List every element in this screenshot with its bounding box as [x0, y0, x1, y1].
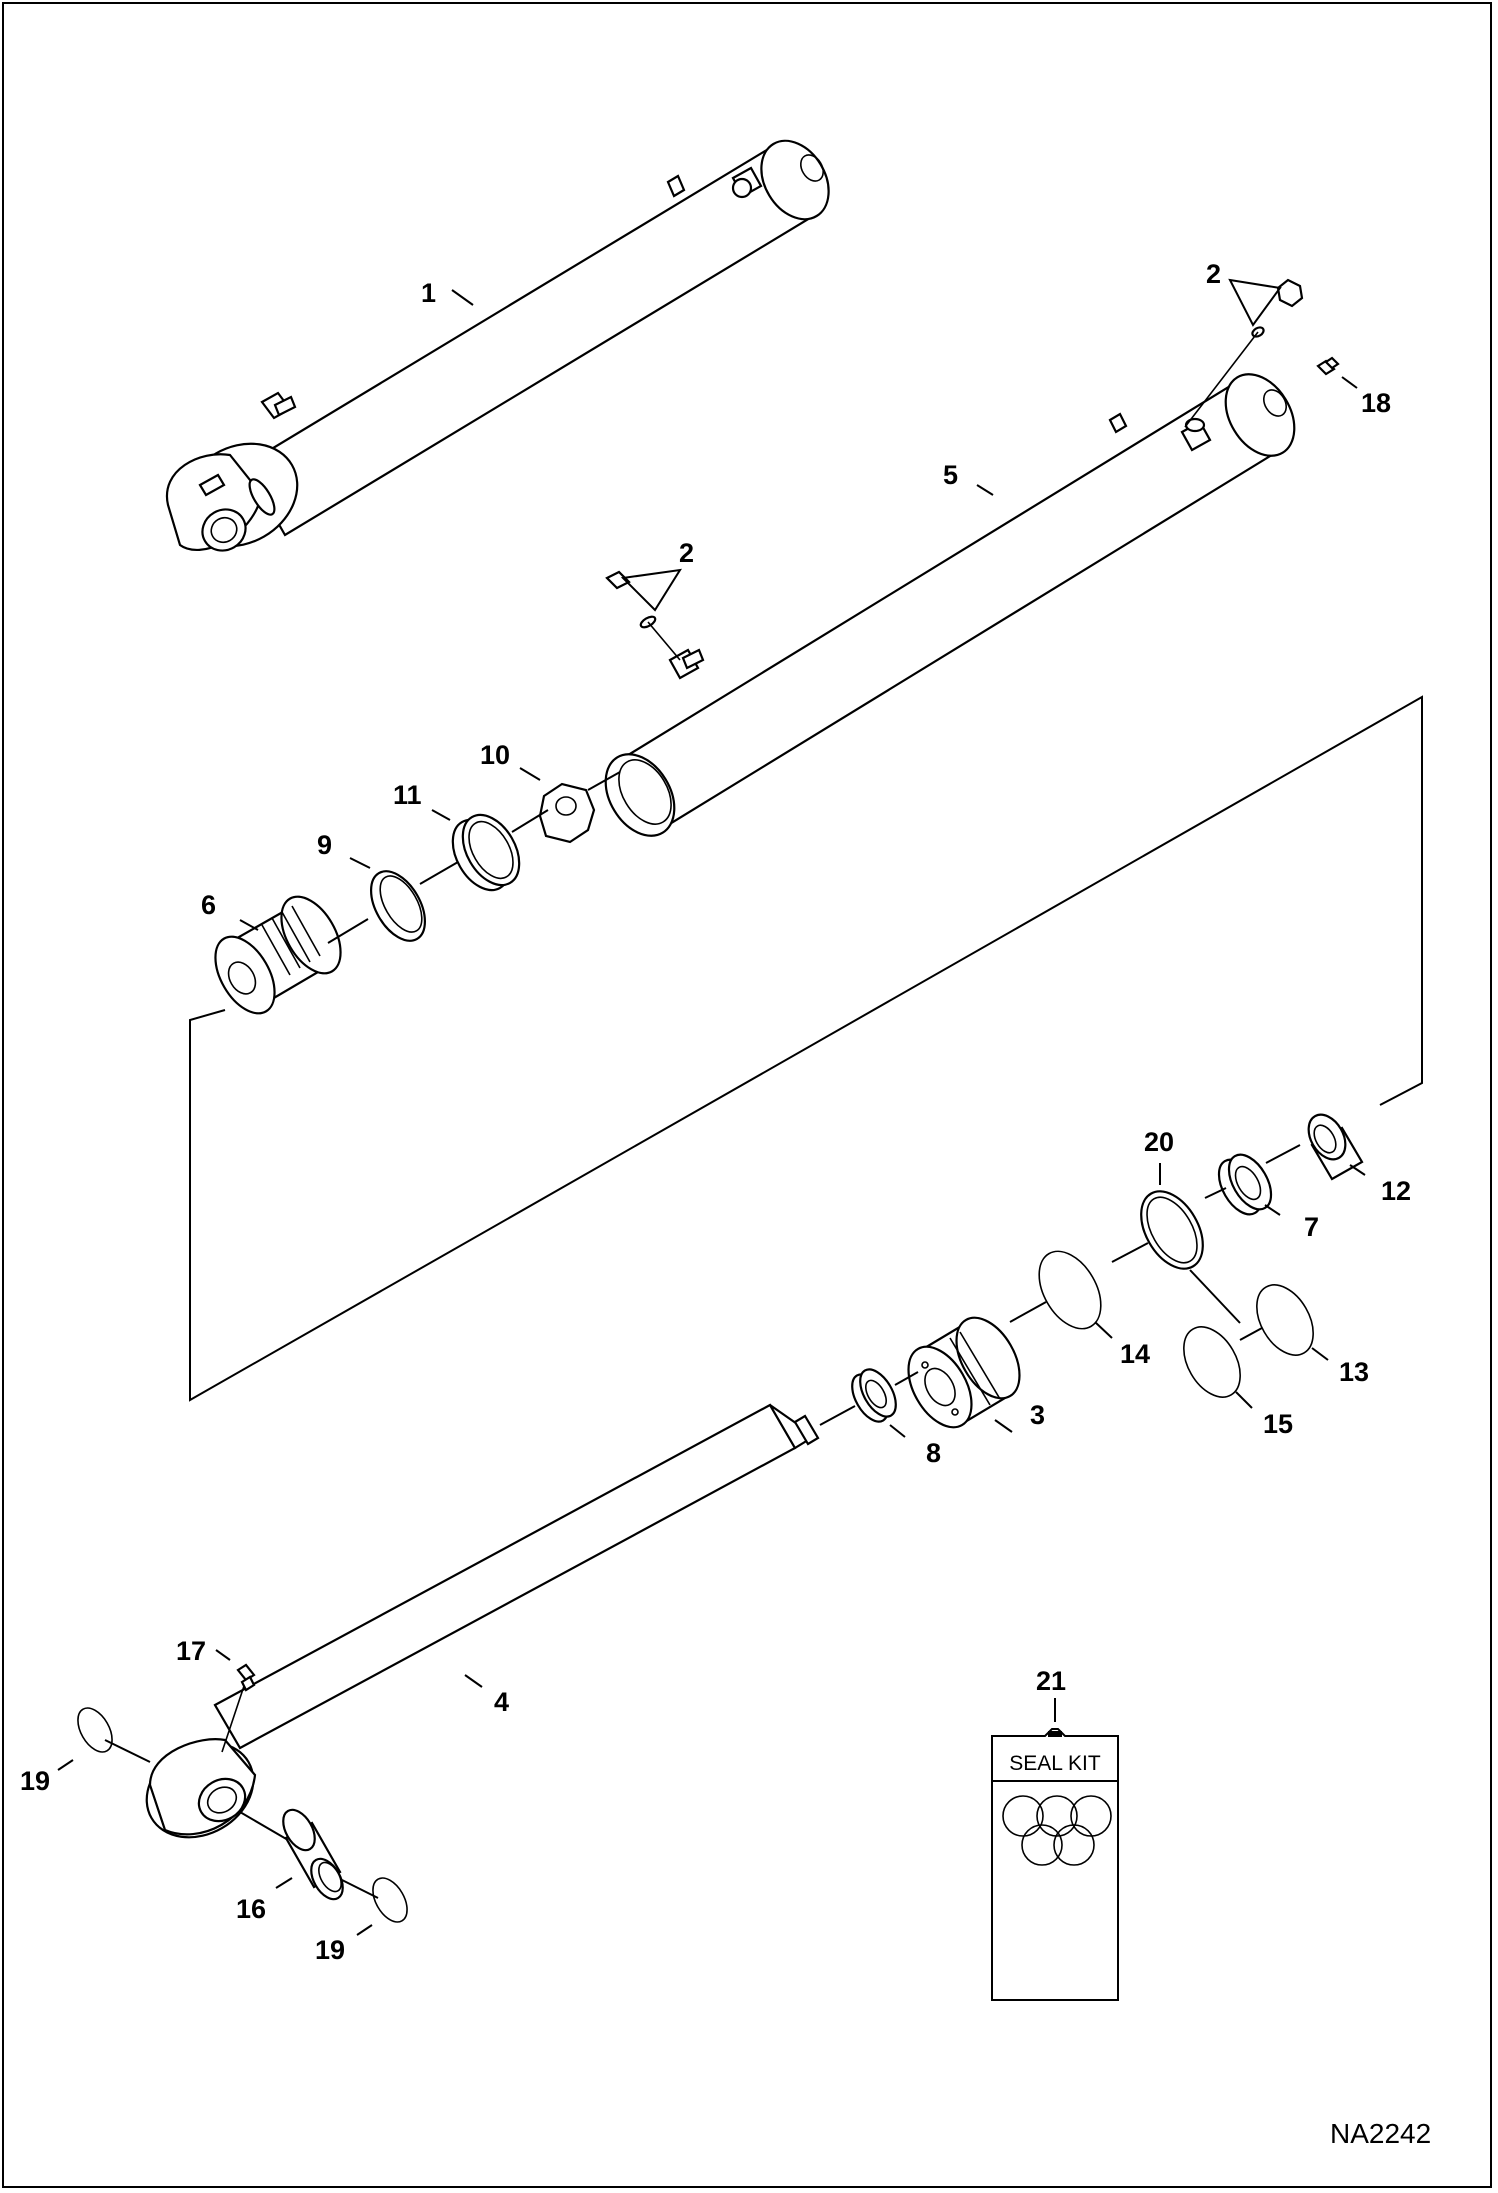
axis-line-wiper [1265, 1144, 1301, 1164]
callout-19-right: 19 [315, 1935, 345, 1965]
axis-line-barrel [587, 771, 621, 791]
leader-5 [976, 484, 994, 496]
part-11-wear-ring [431, 809, 521, 892]
part-12-retainer [1307, 1113, 1366, 1181]
axis-line-seal [894, 1371, 919, 1386]
callout-3: 3 [1030, 1400, 1045, 1430]
part-5-barrel [604, 373, 1296, 837]
seal-kit-label: SEAL KIT [1009, 1752, 1101, 1775]
part-6-piston [214, 895, 342, 1015]
part-3-head [907, 1316, 1021, 1433]
part-19-ring-right [341, 1877, 408, 1936]
callout-21: 21 [1036, 1666, 1066, 1696]
callout-16: 16 [236, 1894, 266, 1924]
part-18-plug [1316, 356, 1358, 389]
callout-15: 15 [1263, 1409, 1293, 1439]
callout-9: 9 [317, 830, 332, 860]
callout-13: 13 [1339, 1357, 1369, 1387]
callout-19-left: 19 [20, 1766, 50, 1796]
axis-line-head [1009, 1301, 1047, 1323]
callout-11: 11 [393, 780, 422, 810]
callout-18: 18 [1361, 388, 1391, 418]
callout-1: 1 [421, 278, 436, 308]
part-2-fitting-lower [605, 568, 682, 661]
callout-17: 17 [176, 1636, 206, 1666]
drawing-code: NA2242 [1330, 2118, 1431, 2149]
callout-5: 5 [943, 460, 958, 490]
part-2-fitting-upper [1184, 278, 1304, 428]
part-19-ring-left [57, 1707, 151, 1771]
part-10-nut [519, 767, 596, 844]
part-14-o-ring [1038, 1250, 1113, 1339]
part-13-backup-ring [1256, 1284, 1329, 1361]
callout-14: 14 [1120, 1339, 1150, 1369]
callout-8: 8 [926, 1438, 941, 1468]
axis-line-oring [1111, 1242, 1149, 1263]
axis-line-rings [1239, 1327, 1263, 1341]
assembly-reference-line [189, 695, 1423, 1402]
callout-2-lower: 2 [679, 538, 694, 568]
callout-20: 20 [1144, 1127, 1174, 1157]
callout-10: 10 [480, 740, 510, 770]
part-15-backup-ring [1183, 1326, 1253, 1409]
axis-line-ring [419, 861, 459, 885]
callout-7: 7 [1304, 1212, 1319, 1242]
leader-1 [451, 289, 474, 306]
part-9-ring [349, 857, 427, 942]
part-17-grease-fitting [215, 1649, 256, 1753]
axis-line-ring20 [1204, 1187, 1227, 1199]
callout-12: 12 [1381, 1176, 1411, 1206]
part-4-rod [145, 1403, 820, 1839]
callout-2-upper: 2 [1206, 259, 1221, 289]
axis-line-piston [327, 918, 369, 944]
part-1-cylinder-assembly [165, 139, 830, 552]
part-7-wiper [1217, 1153, 1281, 1216]
part-21-seal-kit [991, 1698, 1119, 2001]
part-8-rod-seal [851, 1368, 906, 1438]
axis-line-rod [819, 1405, 856, 1426]
callout-6: 6 [201, 890, 216, 920]
part-16-bushing [275, 1808, 344, 1901]
callout-4: 4 [494, 1687, 509, 1717]
part-20-ring [1140, 1163, 1241, 1324]
axis-line-nut [511, 809, 549, 833]
axis-line-bushing [239, 1811, 289, 1841]
